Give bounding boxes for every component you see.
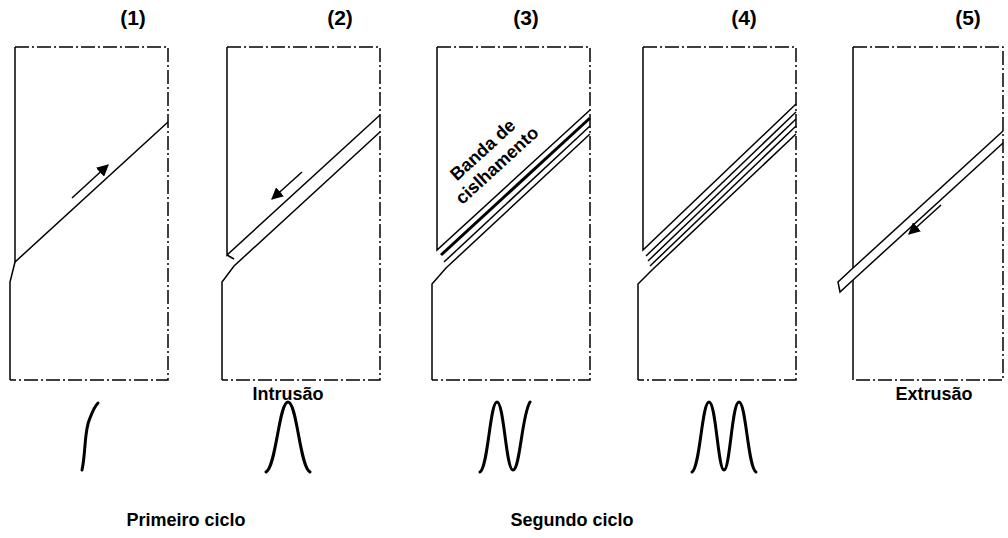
- panel-number: (2): [327, 6, 353, 30]
- panel-number: (5): [955, 6, 981, 30]
- cycle-label: Primeiro ciclo: [126, 510, 245, 531]
- cycle-label: Segundo ciclo: [510, 510, 633, 531]
- panel-five: [838, 47, 1003, 380]
- cycle-curves: [82, 402, 756, 472]
- panel-number: (1): [120, 6, 146, 30]
- panel-three: [432, 47, 590, 380]
- stage-label: Extrusão: [895, 384, 972, 405]
- panel-number: (3): [513, 6, 539, 30]
- band-label: Banda de cislhamento: [432, 102, 548, 214]
- panel-number: (4): [731, 6, 757, 30]
- stage-label: Intrusão: [252, 384, 323, 405]
- panel-four: [638, 47, 796, 380]
- panel-two: [222, 47, 380, 380]
- panel-one: [10, 47, 168, 380]
